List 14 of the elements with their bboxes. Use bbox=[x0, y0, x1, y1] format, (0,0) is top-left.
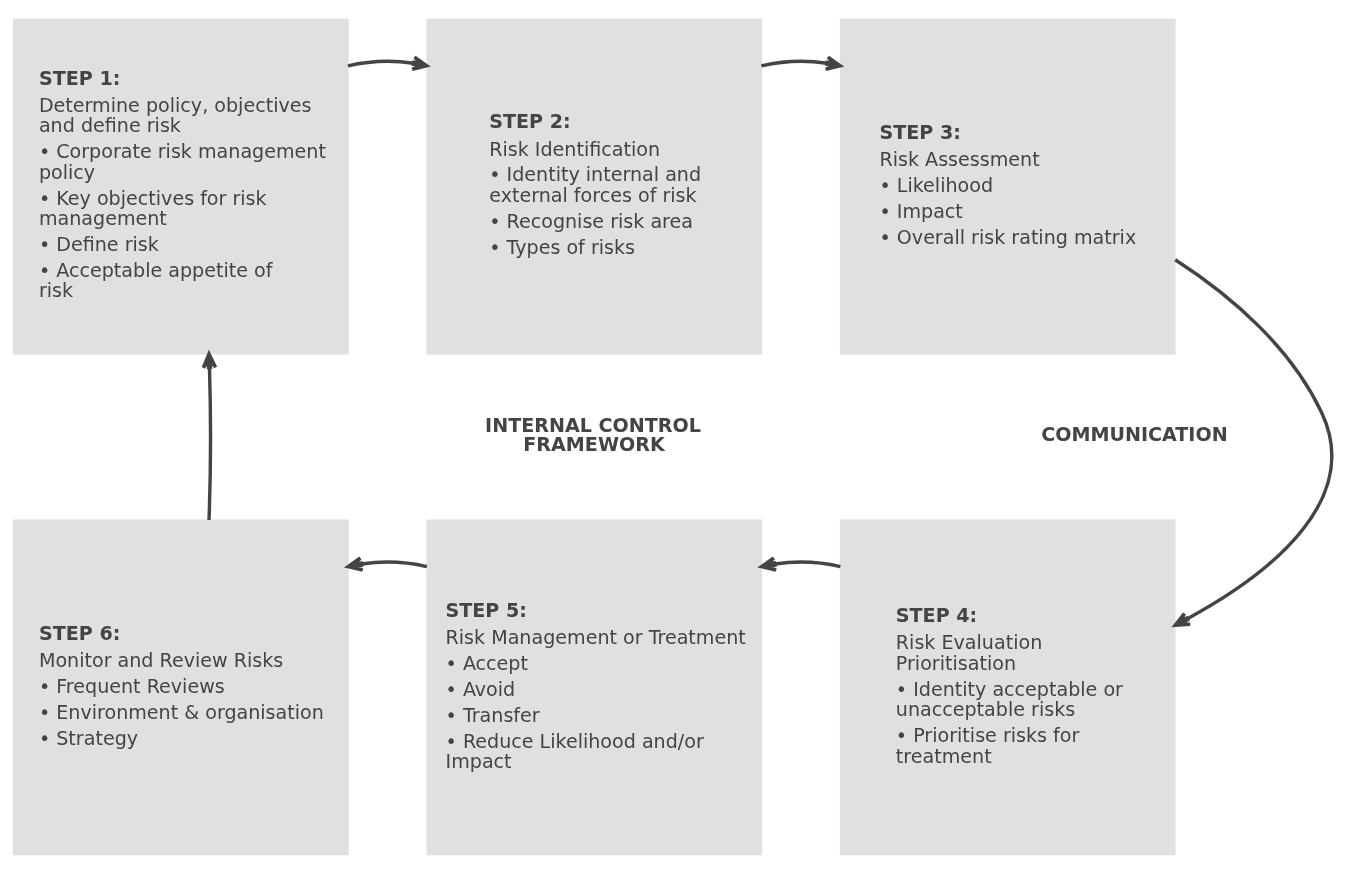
node-box: STEP 5: Risk Management or Treatment • Accept • Avoid • Transfer • Reduce Likelihood and/or Impact bbox=[426, 519, 763, 856]
label: COMMUNICATION bbox=[1041, 422, 1228, 446]
node-box: STEP 6: Monitor and Review Risks • Frequent Reviews • Environment & organisation • Strategy bbox=[13, 519, 349, 856]
arrow bbox=[347, 55, 429, 71]
arrow bbox=[759, 556, 841, 572]
arrow bbox=[346, 556, 428, 572]
node-box: STEP 3: Risk Assessment • Likelihood • Impact • Overall risk rating matrix bbox=[839, 18, 1176, 355]
arrow bbox=[201, 352, 218, 521]
node-box: STEP 1: Determine policy, objectives and define risk • Corporate risk management policy • Key objectives for risk management • Define risk • Acceptable appetite of risk bbox=[13, 18, 349, 355]
node-box: STEP 2: Risk Identification • Identity internal and external forces of risk • Recognise risk area • Types of risks bbox=[426, 18, 763, 355]
node-box: STEP 4: Risk Evaluation Prioritisation • Identity acceptable or unacceptable risks • Prioritise risks for treatment bbox=[839, 519, 1176, 856]
label: INTERNAL CONTROL FRAMEWORK bbox=[485, 413, 701, 456]
arrow bbox=[761, 55, 843, 71]
arrow bbox=[1173, 258, 1334, 627]
